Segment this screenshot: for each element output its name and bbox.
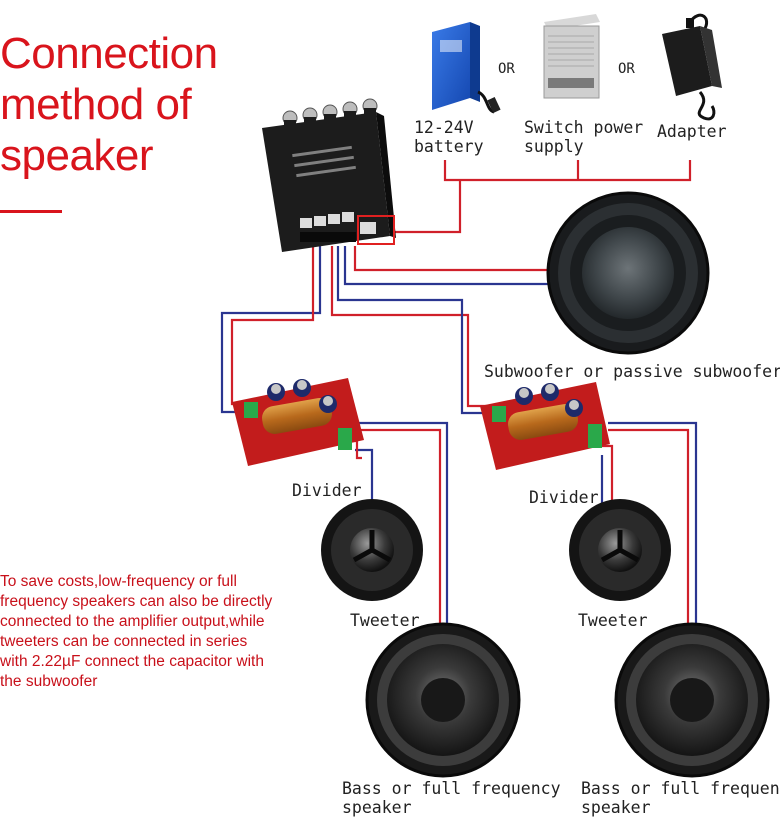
- battery-graphic: [432, 22, 501, 114]
- left-bass-speaker-graphic: [365, 622, 521, 778]
- left-tweeter-label: Tweeter: [350, 611, 420, 630]
- left-tweeter-graphic: [321, 499, 423, 601]
- right-divider-wires: [330, 246, 496, 415]
- right-tweeter-graphic: [569, 499, 671, 601]
- adapter-graphic: [662, 13, 722, 121]
- right-divider-label: Divider: [529, 488, 599, 507]
- battery-label: 12-24V battery: [414, 118, 484, 156]
- subwoofer-label: Subwoofer or passive subwoofer: [484, 362, 780, 381]
- subwoofer-wires: [343, 246, 565, 286]
- or-label-1: OR: [498, 61, 515, 77]
- right-bass-label-line-1: Bass or full frequency: [581, 779, 780, 798]
- switch-supply-label-line-1: Switch power: [524, 118, 644, 137]
- power-wires: [384, 160, 692, 234]
- left-bass-label-line-1: Bass or full frequency: [342, 779, 561, 798]
- subwoofer-graphic: [546, 191, 710, 355]
- note-line-3: connected to the amplifier output,while: [0, 613, 265, 630]
- right-divider-graphic: [480, 382, 610, 470]
- right-output-wires: [596, 421, 698, 640]
- battery-label-line-2: battery: [414, 137, 484, 156]
- battery-label-line-1: 12-24V: [414, 118, 474, 137]
- right-bass-label: Bass or full frequency speaker: [581, 779, 780, 817]
- left-bass-label: Bass or full frequency speaker: [342, 779, 561, 817]
- or-label-2: OR: [618, 61, 635, 77]
- cost-saving-note: To save costs,low-frequency or full freq…: [0, 572, 330, 692]
- title-line-2: method of: [0, 80, 192, 129]
- page-title: Connection method of speaker: [0, 28, 218, 181]
- note-line-2: frequency speakers can also be directly: [0, 593, 273, 610]
- switch-supply-label-line-2: supply: [524, 137, 584, 156]
- right-bass-label-line-2: speaker: [581, 798, 651, 817]
- left-bass-label-line-2: speaker: [342, 798, 412, 817]
- note-line-6: the subwoofer: [0, 673, 98, 690]
- title-line-1: Connection: [0, 29, 218, 78]
- title-line-3: speaker: [0, 131, 154, 180]
- note-line-5: with 2.22µF connect the capacitor with: [0, 653, 264, 670]
- adapter-label: Adapter: [657, 122, 727, 141]
- note-line-1: To save costs,low-frequency or full: [0, 573, 237, 590]
- right-bass-speaker-graphic: [614, 622, 770, 778]
- switch-supply-label: Switch power supply: [524, 118, 643, 156]
- amplifier-board-graphic: [262, 98, 396, 252]
- note-line-4: tweeters can be connected in series: [0, 633, 248, 650]
- left-divider-graphic: [232, 378, 364, 466]
- title-underline: [0, 210, 62, 213]
- left-divider-label: Divider: [292, 481, 362, 500]
- switch-supply-graphic: [543, 14, 600, 99]
- right-tweeter-label: Tweeter: [578, 611, 648, 630]
